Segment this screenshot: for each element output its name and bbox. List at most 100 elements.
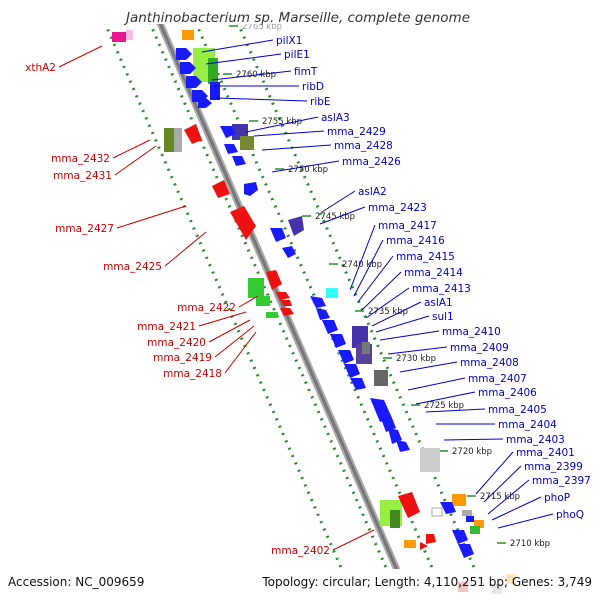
leader-line	[332, 529, 375, 551]
gene-feature	[420, 448, 440, 472]
gene-label: fimT	[294, 66, 318, 78]
gene-feature	[180, 62, 196, 74]
gene-label: mma_2401	[516, 447, 575, 459]
gene-label: aslA3	[321, 112, 350, 124]
gene-label: mma_2431	[53, 170, 112, 182]
leader-line	[214, 325, 255, 358]
gene-label: xthA2	[25, 62, 56, 74]
gene-feature	[458, 544, 474, 558]
leader-line	[487, 479, 530, 515]
gene-feature	[452, 494, 466, 506]
leader-line	[205, 53, 282, 65]
tick-label: 2720 kbp	[452, 447, 492, 457]
gene-feature	[338, 350, 354, 364]
gene-feature	[362, 342, 370, 354]
outer-forward-track	[236, 24, 477, 569]
gene-label: mma_2404	[498, 419, 557, 431]
gene-feature	[440, 502, 456, 514]
gene-feature	[178, 0, 188, 6]
leader-line	[261, 144, 332, 151]
leader-line	[379, 330, 440, 341]
leader-line	[238, 295, 259, 308]
gene-label: mma_2432	[51, 153, 110, 165]
leader-line	[483, 465, 522, 503]
tick-label: 2755 kbp	[262, 117, 302, 127]
gene-feature	[208, 58, 218, 84]
gene-feature	[398, 492, 420, 518]
gene-feature	[266, 312, 278, 318]
gene-feature	[316, 308, 330, 320]
gene-feature	[266, 270, 282, 290]
tick-label: 2735 kbp	[368, 307, 408, 317]
gene-feature	[248, 278, 264, 298]
tick-label: 2740 kbp	[342, 260, 382, 270]
leader-line	[201, 39, 274, 53]
leader-line	[224, 331, 257, 374]
gene-feature	[462, 510, 472, 516]
leader-line	[271, 160, 340, 173]
gene-feature	[466, 516, 474, 522]
gene-label: sul1	[432, 311, 454, 323]
leader-line	[208, 319, 251, 343]
gene-feature	[244, 182, 258, 196]
genome-summary-text: Topology: circular; Length: 4,110,251 bp…	[261, 575, 592, 589]
gene-label: mma_2403	[506, 434, 565, 446]
gene-feature	[431, 507, 443, 517]
gene-feature	[374, 370, 388, 386]
tick-label: 2715 kbp	[480, 492, 520, 502]
leader-line	[164, 231, 207, 267]
tick-label: 2710 kbp	[510, 539, 550, 549]
tick-label: 2730 kbp	[396, 354, 436, 364]
gene-feature	[404, 540, 416, 548]
tick-label: 2745 kbp	[315, 212, 355, 222]
gene-feature	[492, 584, 502, 594]
leader-line	[114, 145, 157, 176]
leader-line	[407, 377, 466, 391]
gene-label: mma_2417	[378, 220, 437, 232]
gene-label: mma_2423	[368, 202, 427, 214]
leader-line	[387, 346, 448, 355]
gene-label: mma_2405	[488, 404, 547, 416]
gene-feature	[186, 76, 202, 88]
leader-line	[475, 451, 514, 495]
gene-label: mma_2418	[163, 368, 222, 380]
gene-feature	[212, 180, 230, 198]
gene-feature	[370, 398, 392, 422]
gene-feature	[126, 30, 133, 40]
gene-feature	[224, 144, 238, 154]
gene-feature	[426, 534, 436, 544]
gene-label: mma_2421	[137, 321, 196, 333]
gene-label: mma_2402	[271, 545, 330, 557]
gene-label: mma_2408	[460, 357, 519, 369]
leader-line	[415, 391, 476, 405]
gene-label: mma_2414	[404, 267, 463, 279]
leader-line	[319, 206, 366, 225]
gene-features	[112, 0, 484, 558]
leader-line	[198, 311, 247, 327]
gene-label: mma_2429	[327, 126, 386, 138]
leader-line	[365, 287, 410, 319]
gene-feature	[322, 320, 338, 334]
gene-feature	[240, 136, 254, 150]
gene-label: mma_2407	[468, 373, 527, 385]
gene-feature	[112, 32, 126, 42]
gene-feature	[288, 216, 304, 236]
leader-line	[58, 45, 103, 68]
gene-feature	[350, 378, 366, 390]
leader-line	[491, 496, 542, 521]
gene-feature	[198, 98, 212, 108]
gene-label: mma_2416	[386, 235, 445, 247]
gene-feature	[184, 124, 202, 144]
gene-feature	[220, 126, 236, 138]
gene-feature	[210, 82, 220, 100]
gene-feature	[282, 246, 296, 258]
gene-feature	[470, 526, 480, 534]
gene-label: mma_2428	[334, 140, 393, 152]
map-title: Janthinobacterium sp. Marseille, complet…	[123, 10, 470, 26]
tick-label: 2750 kbp	[288, 165, 328, 175]
leader-line	[399, 361, 458, 373]
gene-label: mma_2410	[442, 326, 501, 338]
gene-feature	[380, 416, 396, 432]
gene-feature	[420, 542, 428, 550]
gene-label: mma_2397	[532, 475, 591, 487]
